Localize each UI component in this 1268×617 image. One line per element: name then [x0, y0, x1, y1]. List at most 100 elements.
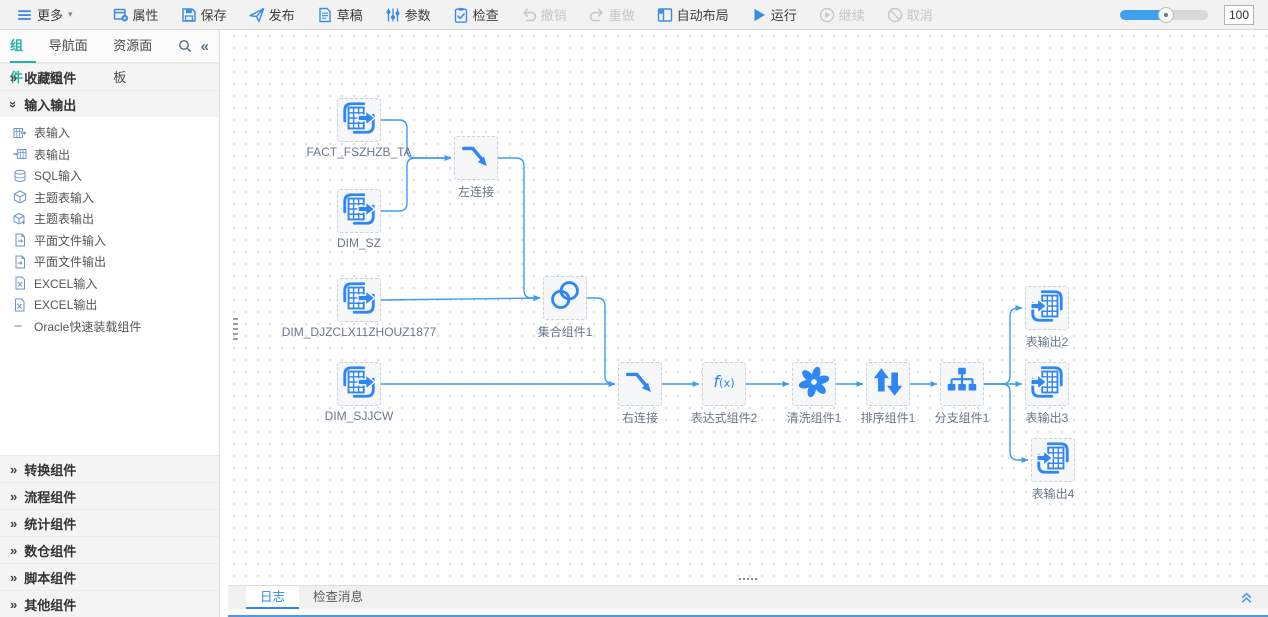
node-dim-sz[interactable]	[337, 189, 381, 233]
sidebar-section-warehouse: »数仓组件	[0, 536, 219, 563]
zoom-level-input[interactable]	[1224, 4, 1254, 25]
node-label-dim-sjjcw: DIM_SJJCW	[324, 409, 394, 423]
component-item-flat-file-input[interactable]: 平面文件输入	[0, 230, 219, 252]
toolbar-draft-button[interactable]: 草稿	[306, 0, 374, 30]
section-label: 流程组件	[24, 489, 77, 505]
section-header-other[interactable]: »其他组件	[0, 590, 219, 617]
toolbar-run-button[interactable]: 运行	[740, 0, 808, 30]
section-header-transform[interactable]: »转换组件	[0, 455, 219, 482]
section-header-favorites[interactable]: »收藏组件	[0, 63, 219, 90]
chevron-right-icon: »	[10, 488, 18, 504]
chevron-right-icon: »	[10, 596, 18, 612]
component-item-oracle-fast-loader[interactable]: Oracle快速装载组件	[0, 316, 219, 338]
section-header-stats[interactable]: »统计组件	[0, 509, 219, 536]
node-clean-component-1[interactable]	[792, 362, 836, 406]
sidebar-tools: «	[178, 38, 209, 55]
component-item-excel-input[interactable]: EXCEL输入	[0, 273, 219, 295]
toolbar-publish-button[interactable]: 发布	[238, 0, 306, 30]
section-header-flow[interactable]: » 流程组件	[0, 482, 219, 509]
node-expression-component-2[interactable]: f(x)	[702, 362, 746, 406]
node-label-branch-component-1: 分支组件1	[934, 411, 990, 425]
node-sort-component-1[interactable]	[866, 362, 910, 406]
toolbar-auto-layout-button[interactable]: 自动布局	[646, 0, 740, 30]
excel-output-icon	[13, 298, 27, 312]
search-icon[interactable]	[178, 39, 192, 53]
node-table-output-2[interactable]	[1025, 286, 1069, 330]
component-item-table-input[interactable]: 表输入	[0, 122, 219, 144]
component-item-label: EXCEL输出	[34, 298, 98, 313]
zoom-slider-fill	[1120, 9, 1166, 20]
node-fact-fszhzb-ta[interactable]	[337, 98, 381, 142]
excel-input-icon	[13, 276, 27, 290]
toolbar-redo-button: 重做	[578, 0, 646, 30]
component-item-flat-file-output[interactable]: 平面文件输出	[0, 251, 219, 273]
zoom-slider[interactable]	[1120, 6, 1208, 23]
component-item-excel-output[interactable]: EXCEL输出	[0, 294, 219, 316]
node-left-join[interactable]	[454, 136, 498, 180]
bottom-tab-check-messages[interactable]: 检查消息	[313, 590, 364, 604]
toolbar-properties-label: 属性	[132, 8, 159, 23]
sidebar-section-favorites: »收藏组件	[0, 63, 219, 90]
bottom-tab-log[interactable]: 日志	[246, 586, 300, 609]
chevron-right-icon: »	[10, 69, 18, 85]
node-label-dim-sz: DIM_SZ	[336, 236, 382, 250]
node-label-table-output-2: 表输出2	[1025, 335, 1069, 349]
table-input-icon	[340, 363, 378, 406]
toolbar-check-button[interactable]: 检查	[442, 0, 510, 30]
edge-fact-fszhzb-ta-to-left-join	[381, 119, 452, 161]
component-item-label: 平面文件输出	[34, 255, 107, 270]
join-icon	[457, 137, 495, 180]
sql-input-icon	[13, 169, 27, 183]
node-dim-djzclx11zhouz1877[interactable]	[337, 278, 381, 322]
sidebar-splitter[interactable]	[220, 30, 228, 617]
auto-layout-icon	[657, 7, 673, 23]
section-header-script[interactable]: »脚本组件	[0, 563, 219, 590]
node-dim-sjjcw[interactable]	[337, 362, 381, 406]
toolbar-auto-layout-label: 自动布局	[676, 8, 729, 23]
component-item-table-output[interactable]: 表输出	[0, 144, 219, 166]
zoom-slider-knob[interactable]	[1158, 6, 1174, 23]
node-table-output-4[interactable]	[1031, 438, 1075, 482]
component-item-label: Oracle快速装载组件	[34, 319, 142, 334]
toolbar-draft-label: 草稿	[336, 8, 363, 23]
node-label-right-join: 右连接	[621, 411, 659, 425]
component-item-subject-table-output[interactable]: 主题表输出	[0, 208, 219, 230]
node-label-clean-component-1: 清洗组件1	[786, 411, 842, 425]
node-set-component-1[interactable]	[543, 276, 587, 320]
toolbar-undo-label: 撤销	[540, 8, 567, 23]
edge-branch-component-1-to-table-output-2	[984, 305, 1023, 385]
toolbar-more-label: 更多	[37, 8, 64, 23]
component-item-sql-input[interactable]: SQL输入	[0, 165, 219, 187]
panel-expand-icon[interactable]	[1239, 590, 1254, 605]
toolbar-properties-button[interactable]: 属性	[102, 0, 170, 30]
collapse-sidebar-icon[interactable]: «	[200, 37, 209, 55]
component-item-label: EXCEL输入	[34, 276, 98, 291]
toolbar-save-button[interactable]: 保存	[170, 0, 238, 30]
component-item-subject-table-input[interactable]: 主题表输入	[0, 187, 219, 209]
section-header-warehouse[interactable]: »数仓组件	[0, 536, 219, 563]
node-branch-component-1[interactable]	[940, 362, 984, 406]
set-icon	[546, 277, 584, 320]
component-item-label: 表输出	[34, 147, 71, 162]
edge-left-join-to-set-component-1	[498, 157, 541, 301]
toolbar-more-button[interactable]: 更多▾	[6, 0, 84, 30]
node-right-join[interactable]	[618, 362, 662, 406]
panel-resize-handle-icon[interactable]	[739, 578, 757, 580]
sidebar-section-flow: » 流程组件	[0, 482, 219, 509]
sidebar-tab-components[interactable]: 组件	[10, 30, 36, 85]
toolbar-undo-button: 撤销	[510, 0, 578, 30]
section-header-input-output[interactable]: »输入输出	[0, 90, 219, 117]
table-input-icon	[340, 190, 378, 233]
table-input-icon	[340, 99, 378, 142]
clean-icon	[795, 363, 833, 406]
undo-icon	[521, 7, 537, 23]
node-table-output-3[interactable]	[1025, 362, 1069, 406]
sidebar-tab-resource-panel[interactable]: 资源面板	[113, 37, 153, 85]
chevron-right-icon: »	[10, 542, 18, 558]
edge-branch-component-1-to-table-output-4	[984, 383, 1029, 463]
sidebar-tab-navigation-panel[interactable]: 导航面板	[48, 37, 88, 85]
node-label-table-output-4: 表输出4	[1031, 487, 1075, 501]
splitter-handle-icon[interactable]	[233, 318, 238, 340]
toolbar-parameters-button[interactable]: 参数	[374, 0, 442, 30]
